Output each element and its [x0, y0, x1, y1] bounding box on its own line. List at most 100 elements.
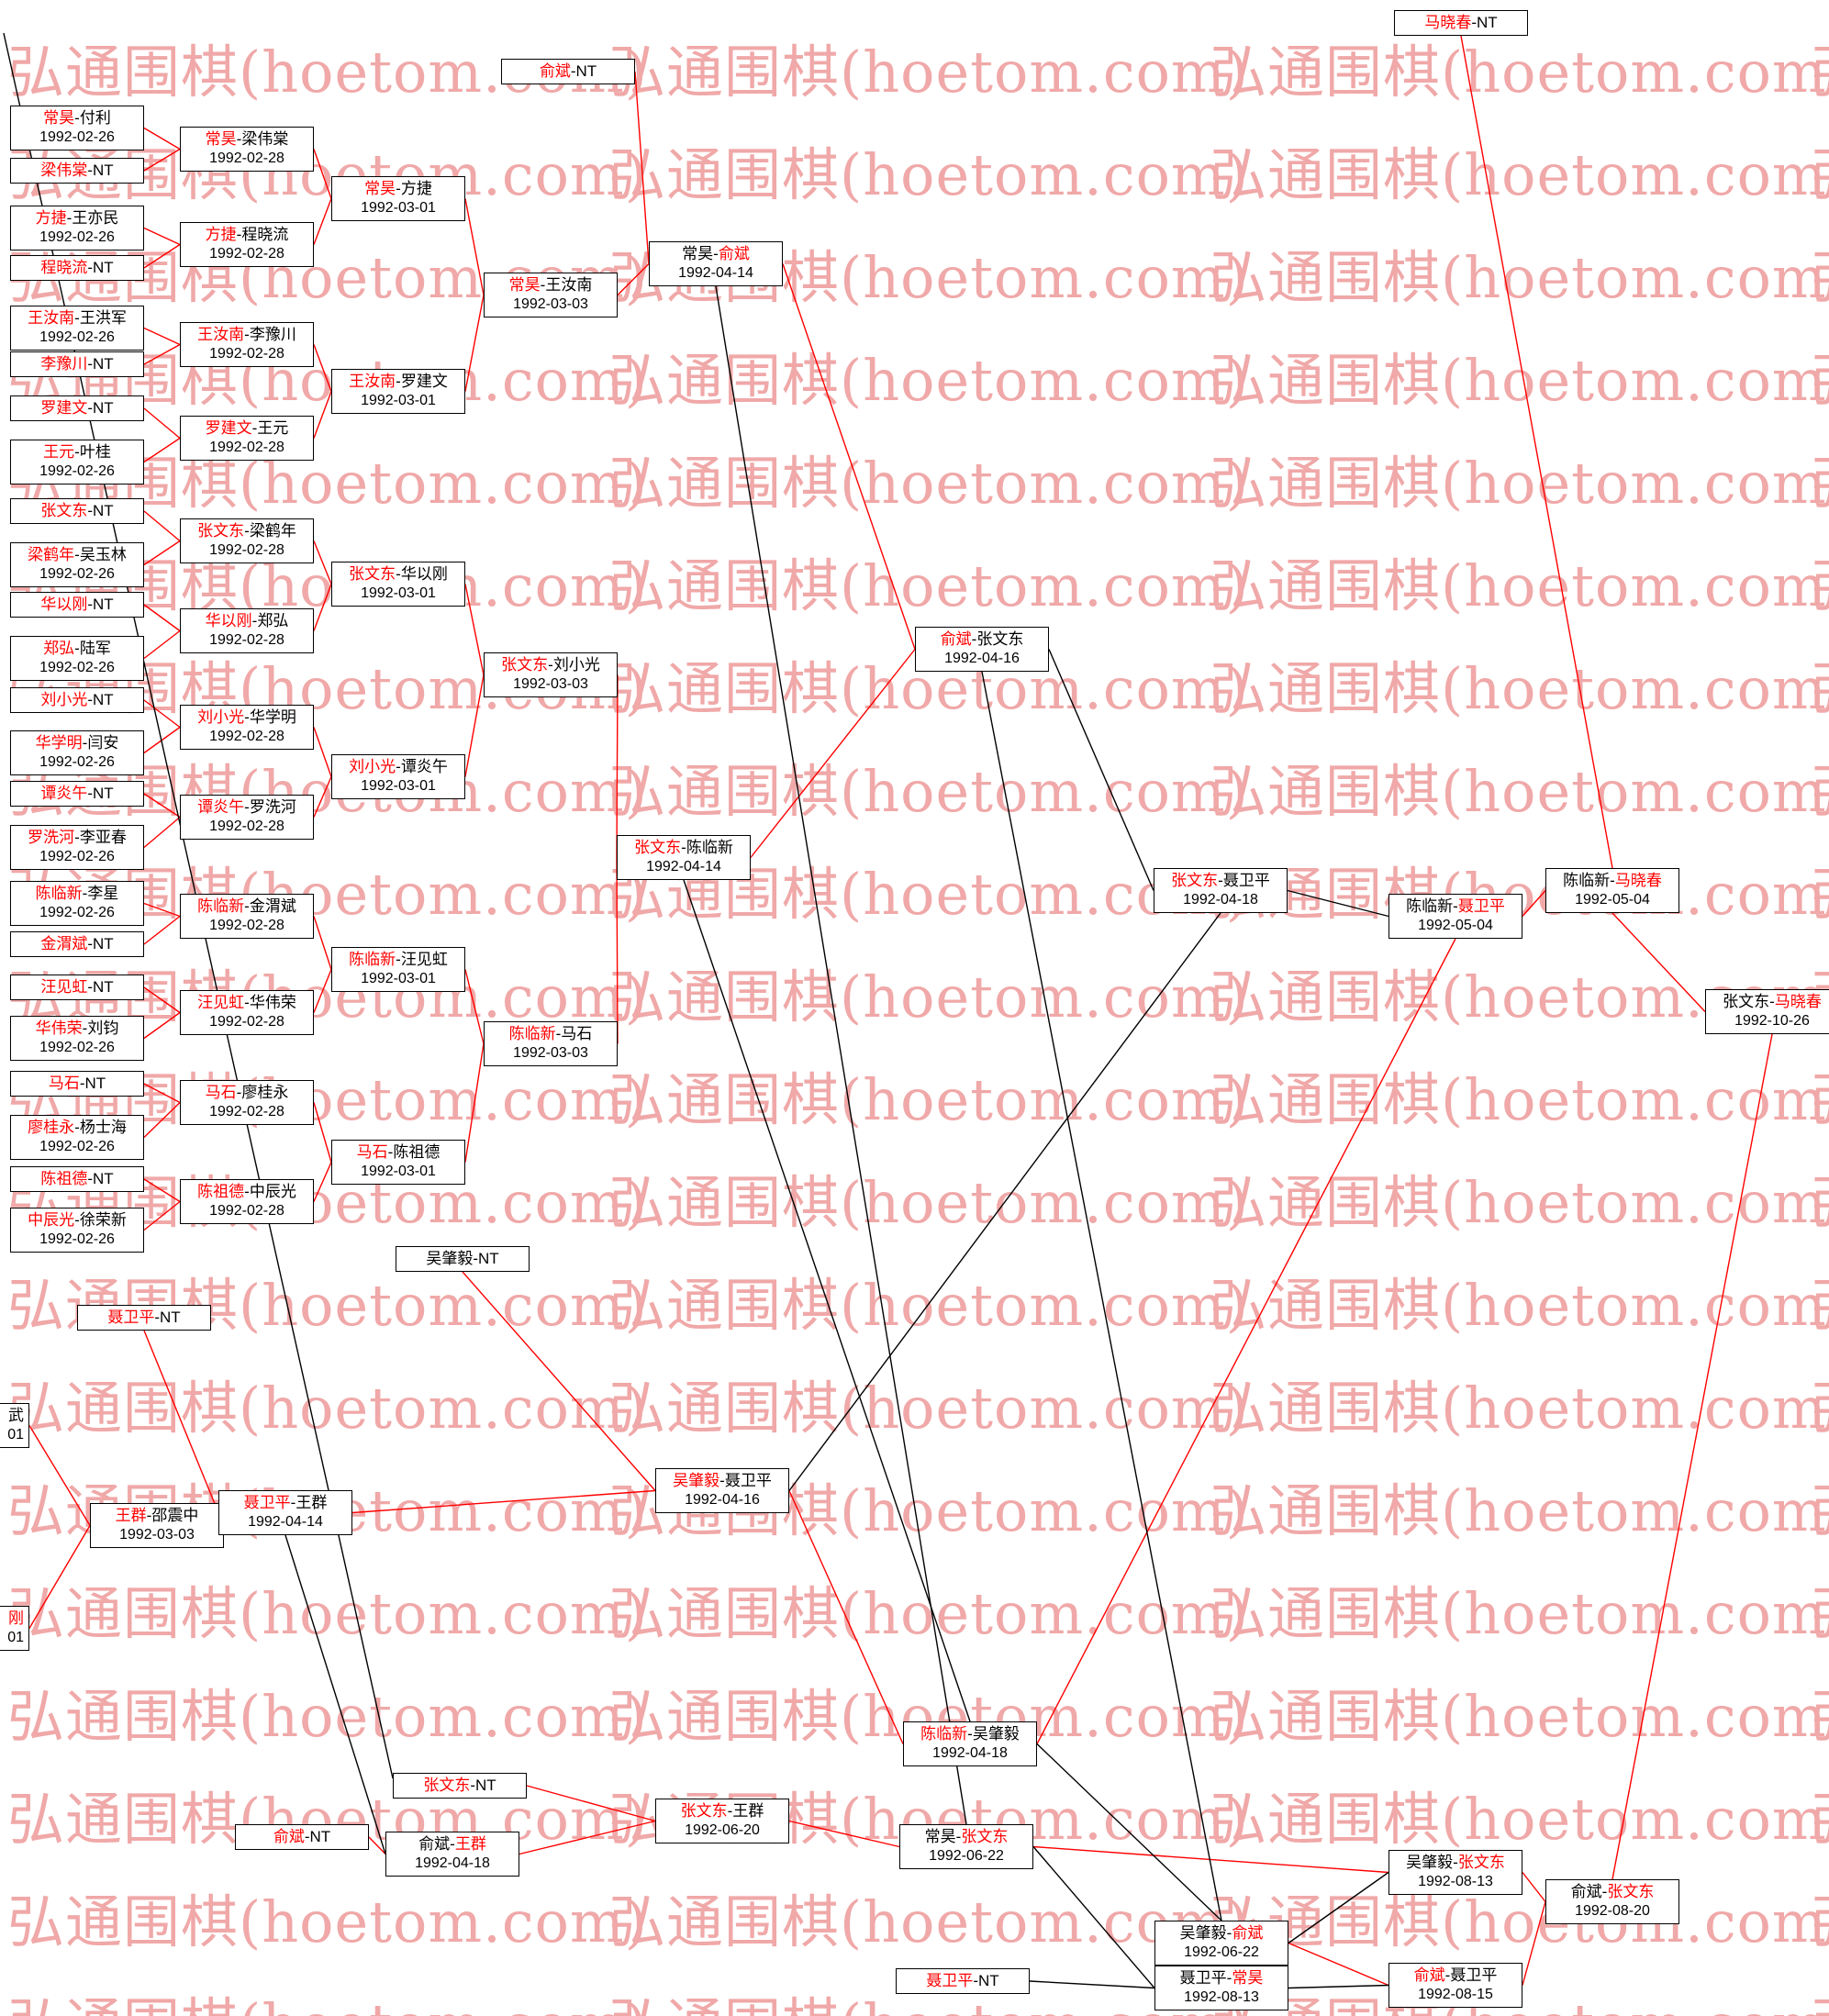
match-players: 梁鹤年-吴玉林	[17, 545, 138, 565]
match-date: 1992-03-03	[119, 1527, 195, 1543]
bye-box: 华以刚-NT	[10, 592, 144, 618]
name-separator: -	[973, 1972, 978, 1989]
match-players: 陈临新-金渭斌	[186, 897, 307, 917]
watermark-text: 弘通围棋(hoetom.com)	[7, 1978, 648, 2016]
player-name: 汪见虹	[197, 994, 245, 1011]
player-name: 王汝南	[349, 373, 396, 390]
player-name: NT	[575, 62, 597, 80]
player-name: 常昊	[508, 276, 541, 294]
name-separator: -	[470, 1777, 475, 1794]
player-name: NT	[93, 399, 114, 417]
watermark-text: 弘通围棋(hoetom.com)	[608, 1888, 1249, 1955]
player-name: 张文东	[1723, 993, 1770, 1010]
match-players: 张文东-刘小光	[490, 655, 611, 675]
player-name: 聂卫平	[243, 1494, 291, 1511]
player-name: 华学明	[35, 734, 83, 752]
player-name: 俞斌	[539, 62, 571, 80]
player-name: 刘钧	[87, 1019, 119, 1037]
match-date: 1992-06-22	[1184, 1944, 1259, 1961]
match-date: 1992-08-13	[1184, 1989, 1259, 2006]
player-name: 罗洗河	[249, 798, 296, 816]
player-name: 陈临新	[920, 1725, 968, 1743]
match-date: 1992-04-18	[1183, 892, 1258, 908]
player-name: 聂卫平	[1179, 1969, 1227, 1987]
player-name: NT	[93, 162, 114, 179]
player-name: 刘小光	[40, 691, 88, 708]
watermark-text: 弘通围棋(hoetom.com)	[1210, 1683, 1829, 1750]
watermark-text: 弘通围棋(hoetom.com)	[1210, 450, 1829, 517]
watermark-text: 弘通围棋(hoetom.com)	[7, 1888, 648, 1955]
player-name: 陈临新	[686, 839, 733, 856]
player-name: 程晓流	[40, 259, 88, 276]
watermark-text: 弘通围棋(hoetom.com)	[1811, 128, 1829, 211]
match-players: 郑弘-陆军	[17, 639, 138, 659]
player-name: 常昊	[682, 245, 714, 262]
player-name: 马晓春	[1774, 993, 1822, 1010]
player-name: 谭炎午	[400, 758, 448, 775]
player-name: 聂卫平	[1450, 1966, 1498, 1984]
player-name: 华以刚	[400, 565, 448, 583]
match-players: 张文东-NT	[17, 501, 138, 521]
bye-box: 俞斌-NT	[235, 1824, 369, 1851]
match-date: 1992-02-26	[39, 463, 115, 480]
bye-box: 梁伟棠-NT	[10, 158, 144, 184]
match-players: 张文东-梁鹤年	[186, 521, 307, 541]
name-separator: -	[396, 758, 401, 775]
watermark-text: 弘通围棋(hoetom.com)	[1811, 1876, 1829, 1958]
player-name: 马晓春	[1424, 14, 1472, 31]
player-name: 方捷	[400, 180, 432, 197]
match-players: 俞斌-张文东	[1552, 1882, 1673, 1902]
match-players: 罗建文-NT	[17, 398, 138, 418]
match-date: 1992-02-28	[209, 819, 284, 835]
player-name: 吴肇毅	[426, 1250, 474, 1267]
bye-box: 聂卫平-NT	[77, 1305, 211, 1331]
watermark-text: 弘通围棋(hoetom.com)	[1210, 1169, 1829, 1236]
match-players: 谭炎午-NT	[17, 784, 138, 804]
player-name: 常昊	[924, 1828, 956, 1845]
player-name: 郑弘	[257, 612, 289, 629]
player-name: NT	[93, 596, 114, 613]
match-date: 1992-08-15	[1418, 1987, 1493, 2003]
watermark-text: 弘通围棋(hoetom.com)	[1210, 1477, 1829, 1544]
match-date: 1992-02-26	[39, 849, 115, 865]
player-name: 王洪军	[79, 309, 127, 327]
match-players: 陈祖德-NT	[17, 1169, 138, 1189]
watermark-text: 弘通围棋(hoetom.com)	[1811, 1773, 1829, 1855]
watermark-text: 弘通围棋(hoetom.com)	[1811, 1053, 1829, 1136]
bye-box: 汪见虹-NT	[10, 975, 144, 1001]
watermark-text: 弘通围棋(hoetom.com)	[1210, 1066, 1829, 1133]
watermark-text: 弘通围棋(hoetom.com)	[1811, 848, 1829, 930]
name-separator: -	[681, 839, 686, 856]
watermark-text: 弘通围棋(hoetom.com)	[608, 1169, 1249, 1236]
match-date: 1992-02-26	[39, 229, 115, 246]
match-date: 1992-02-26	[39, 329, 115, 346]
bye-box: 俞斌-NT	[501, 59, 635, 85]
match-date: 1992-02-26	[39, 1040, 115, 1056]
player-name: 罗洗河	[28, 829, 75, 846]
match-players: 陈临新-李星	[17, 884, 138, 904]
match-date: 1992-02-26	[39, 1231, 115, 1248]
bye-box: 吴肇毅-NT	[396, 1246, 530, 1273]
player-name: 李豫川	[249, 326, 296, 343]
watermark-text: 弘通围棋(hoetom.com)	[608, 1580, 1249, 1647]
match-players: 吴肇毅-张文东	[1395, 1853, 1516, 1873]
watermark-text: 弘通围棋(hoetom.com)	[1811, 1362, 1829, 1444]
watermark-text: 弘通围棋(hoetom.com)	[7, 1580, 648, 1647]
player-name: 俞斌	[718, 245, 750, 262]
watermark-text: 弘通围棋(hoetom.com)	[1210, 758, 1829, 825]
player-name: 王汝南	[197, 326, 245, 343]
